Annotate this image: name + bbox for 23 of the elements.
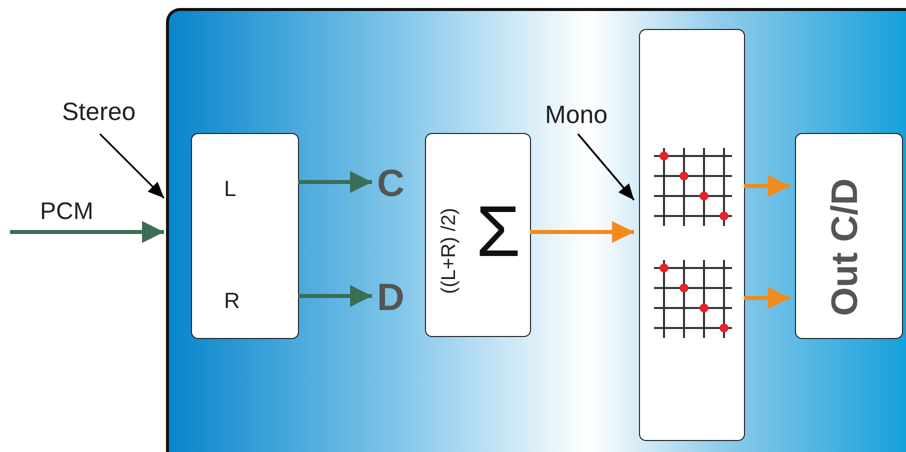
signal-arrow <box>744 175 790 197</box>
callout-text: Mono <box>545 101 608 130</box>
channel-box <box>191 133 299 339</box>
channel-label: L <box>224 176 236 202</box>
channel-label: R <box>224 288 240 314</box>
signal-arrow <box>577 133 635 201</box>
processor-panel <box>166 8 906 452</box>
signal-arrow <box>744 287 790 309</box>
edge-label: PCM <box>40 198 94 226</box>
output-label: Out C/D <box>824 177 866 316</box>
signal-arrow <box>530 221 634 243</box>
matrix-box <box>639 29 745 441</box>
output-box <box>795 133 903 339</box>
channel-letter: C <box>377 163 404 206</box>
channel-letter: D <box>377 277 404 320</box>
signal-arrow <box>99 133 165 199</box>
signal-arrow <box>10 221 164 243</box>
signal-arrow <box>298 171 372 193</box>
sum-box <box>425 133 531 337</box>
callout-text: Stereo <box>62 98 136 127</box>
formula-text: ((L+R) /2) <box>438 206 461 294</box>
sigma-symbol: Σ <box>476 196 521 268</box>
signal-arrow <box>298 285 372 307</box>
